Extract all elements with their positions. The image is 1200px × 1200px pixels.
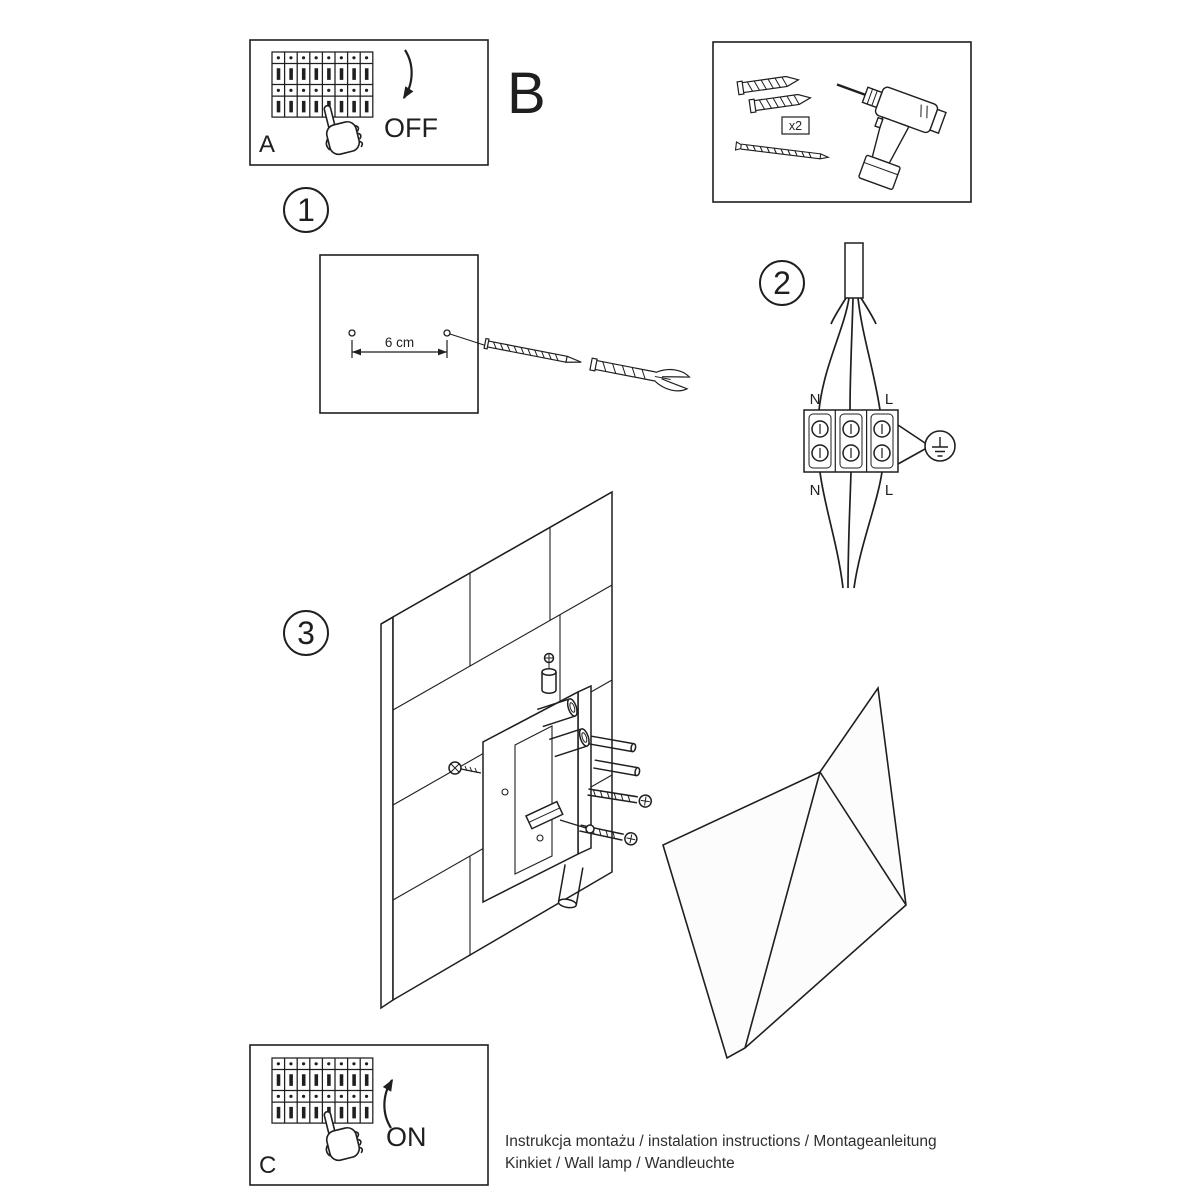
drill-hole [443, 329, 451, 337]
switch-on-arrow-icon [382, 1076, 398, 1129]
screw-and-anchor-icon [483, 337, 691, 392]
panel-a: OFF A [249, 39, 489, 166]
step-1-badge [283, 187, 329, 233]
quantity-label: x2 [789, 119, 802, 133]
footer-line-2: Kinkiet / Wall lamp / Wandleuchte [505, 1155, 735, 1172]
ground-symbol-icon [897, 424, 956, 465]
step-3: 3 [283, 490, 907, 1060]
footer-line-1: Instrukcja montażu / instalation instruc… [505, 1133, 937, 1150]
dimension-label: 6 cm [385, 335, 414, 350]
step-1-number: 1 [297, 192, 315, 228]
supply-cable [844, 242, 864, 299]
step-2-badge [759, 260, 805, 306]
terminal-label-l-bottom: L [885, 482, 893, 499]
panel-b-letter: B [507, 61, 546, 126]
step-1: 1 6 cm [283, 187, 691, 414]
lamp-socket-icon [557, 864, 584, 909]
lamp-socket-icon [536, 698, 578, 728]
wall-fragment [319, 254, 479, 414]
footer: Instrukcja montażu / instalation instruc… [505, 1133, 937, 1172]
drill-icon [836, 83, 947, 190]
panel-a-state-label: OFF [384, 113, 438, 143]
panel-c-state-label: ON [386, 1122, 427, 1152]
switch-off-arrow-icon [398, 49, 414, 102]
breaker-panel-icon [272, 1058, 373, 1123]
lampshade [662, 685, 907, 1060]
mounting-stud-icon [593, 759, 641, 777]
drill-hole [348, 329, 356, 337]
clamp-bracket-icon [525, 800, 564, 830]
lamp-socket-icon [548, 728, 590, 758]
quantity-badge: x2 [781, 116, 810, 135]
dimension-6cm: 6 cm [351, 335, 448, 358]
terminal-label-n-bottom: N [810, 482, 821, 499]
mounting-screw-icon [587, 788, 653, 808]
lamp-wires [819, 471, 883, 589]
small-screw-icon [543, 652, 555, 668]
step-3-badge [283, 610, 329, 656]
panel-c: ON C [249, 1044, 489, 1186]
supply-wires [818, 297, 881, 411]
breaker-panel-icon [272, 52, 373, 117]
panel-c-letter: C [259, 1152, 276, 1179]
step-3-number: 3 [297, 615, 315, 651]
panel-a-letter: A [259, 131, 275, 158]
step-2: 2 N L N L [759, 242, 956, 589]
mounting-stud-icon [589, 735, 637, 753]
terminal-block [803, 409, 899, 473]
parts-box: x2 [712, 41, 972, 203]
step-2-number: 2 [773, 265, 791, 301]
mounting-bracket [448, 652, 653, 909]
terminal-label-n-top: N [810, 391, 821, 408]
left-screw-icon [448, 761, 482, 775]
screw-icon [734, 141, 831, 160]
terminal-label-l-top: L [885, 391, 893, 408]
leader-line [449, 333, 488, 347]
